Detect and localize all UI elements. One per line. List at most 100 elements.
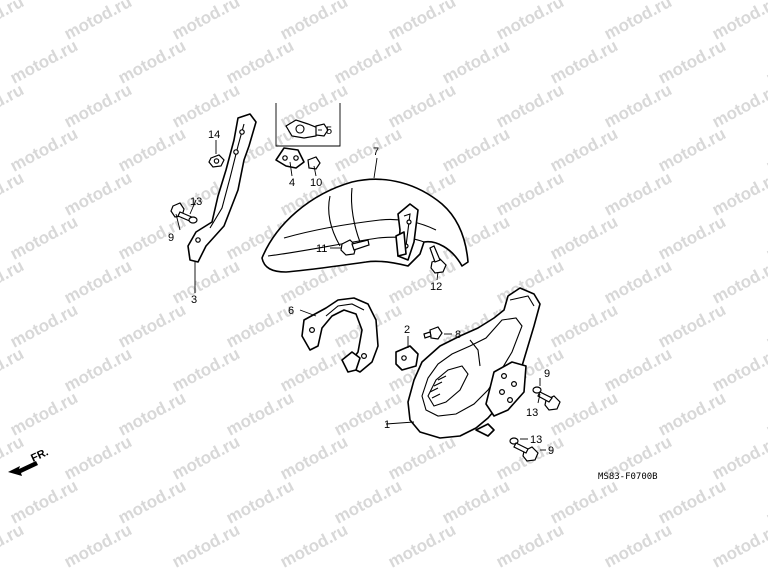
label-part-11: 11 (316, 243, 327, 255)
watermark-text: motod.ru (439, 476, 513, 527)
label-part-1: 1 (384, 419, 390, 431)
watermark-text: motod.ru (223, 476, 297, 527)
label-part-3: 3 (191, 294, 197, 306)
watermark-text: motod.ru (0, 256, 27, 307)
callout-bracket (275, 103, 341, 147)
watermark-text: motod.ru (655, 124, 729, 175)
watermark-text: motod.ru (439, 36, 513, 87)
watermark-text: motod.ru (7, 300, 81, 351)
part-11-bolt (340, 239, 370, 256)
watermark-text: motod.ru (547, 212, 621, 263)
watermark-text: motod.ru (331, 476, 405, 527)
part-7-front-fender (261, 178, 469, 273)
watermark-text: motod.ru (547, 476, 621, 527)
watermark-text: motod.ru (61, 520, 135, 571)
watermark-text: motod.ru (61, 80, 135, 131)
label-part-13-left: 13 (190, 196, 202, 208)
label-part-6: 6 (288, 305, 294, 317)
watermark-text: motod.ru (61, 256, 135, 307)
watermark-text: motod.ru (169, 256, 243, 307)
watermark-text: motod.ru (547, 300, 621, 351)
part-6-clamp (301, 297, 379, 373)
part-4-bracket (275, 147, 305, 169)
watermark-text: motod.ru (277, 432, 351, 483)
watermark-text: motod.ru (763, 476, 768, 527)
watermark-text: motod.ru (709, 80, 768, 131)
watermark-text: motod.ru (169, 432, 243, 483)
label-part-10: 10 (310, 177, 322, 189)
part-labels: 1 2 3 4 5 6 7 8 9 9 9 10 11 12 13 13 13 … (168, 125, 554, 457)
label-part-13-right-lower: 13 (530, 434, 542, 446)
watermark-text: motod.ru (0, 520, 27, 571)
watermark-text: motod.ru (331, 388, 405, 439)
watermark-text: motod.ru (385, 80, 459, 131)
label-part-9-left: 9 (168, 232, 174, 244)
part-3-bracket (187, 113, 257, 263)
watermark-text: motod.ru (7, 124, 81, 175)
watermark-text: motod.ru (655, 36, 729, 87)
watermark-text: motod.ru (7, 476, 81, 527)
label-part-2: 2 (404, 324, 410, 336)
label-part-9-right-lower: 9 (548, 445, 554, 457)
label-part-4: 4 (289, 177, 295, 189)
watermark-text: motod.ru (0, 0, 27, 44)
watermark-text: motod.ru (601, 344, 675, 395)
watermark-text: motod.ru (763, 36, 768, 87)
watermark-text: motod.ru (601, 256, 675, 307)
part-13-washer-left (188, 216, 198, 224)
part-8-nut (423, 326, 443, 340)
part-5-clip (285, 119, 329, 139)
watermark-text: motod.ru (763, 124, 768, 175)
watermark-text: motod.ru (493, 520, 567, 571)
watermark-text: motod.ru (385, 432, 459, 483)
watermark-text: motod.ru (763, 212, 768, 263)
watermark-text: motod.ru (61, 432, 135, 483)
watermark-text: motod.ru (709, 168, 768, 219)
watermark-text: motod.ru (547, 124, 621, 175)
watermark-text: motod.ru (601, 80, 675, 131)
watermark-text: motod.ru (385, 520, 459, 571)
watermark-text: motod.ru (223, 388, 297, 439)
watermark-text: motod.ru (115, 300, 189, 351)
watermark-text: motod.ru (655, 300, 729, 351)
watermark-text: motod.ru (763, 300, 768, 351)
watermark-text: motod.ru (601, 168, 675, 219)
watermark-text: motod.ru (547, 388, 621, 439)
part-12-bolt (429, 245, 447, 274)
part-9-bolt-right-upper (537, 391, 561, 411)
label-part-9-right-upper: 9 (544, 368, 550, 380)
watermark-text: motod.ru (277, 344, 351, 395)
front-direction-label: FR. (29, 446, 50, 464)
part-9-bolt-right-lower (513, 442, 539, 462)
watermark-text: motod.ru (61, 168, 135, 219)
label-part-5: 5 (326, 125, 332, 137)
part-14-nut (208, 154, 225, 168)
watermark-text: motod.ru (655, 388, 729, 439)
watermark-text: motod.ru (439, 124, 513, 175)
watermark-text: motod.ru (115, 124, 189, 175)
part-13-washer-right-upper (532, 386, 542, 394)
watermark-text: motod.ru (655, 476, 729, 527)
watermark-text: motod.ru (709, 344, 768, 395)
watermark-text: motod.ru (7, 36, 81, 87)
watermark-text: motod.ru (61, 344, 135, 395)
watermark-text: motod.ru (655, 212, 729, 263)
watermark-text: motod.ru (493, 168, 567, 219)
watermark-text: motod.ru (709, 432, 768, 483)
watermark-text: motod.ru (547, 36, 621, 87)
watermark-text: motod.ru (0, 80, 27, 131)
watermark-text: motod.ru (169, 344, 243, 395)
watermark-text: motod.ru (0, 432, 27, 483)
diagram-code: MS83-F0700B (598, 472, 658, 482)
watermark-text: motod.ru (223, 36, 297, 87)
watermark-text: motod.ru (223, 300, 297, 351)
part-2-bracket (395, 345, 419, 371)
label-part-12: 12 (430, 281, 442, 293)
watermark-text: motod.ru (277, 520, 351, 571)
watermark-text: motod.ru (169, 80, 243, 131)
leader-lines (175, 129, 546, 451)
watermark-text: motod.ru (331, 36, 405, 87)
part-10-grommet (307, 156, 321, 170)
